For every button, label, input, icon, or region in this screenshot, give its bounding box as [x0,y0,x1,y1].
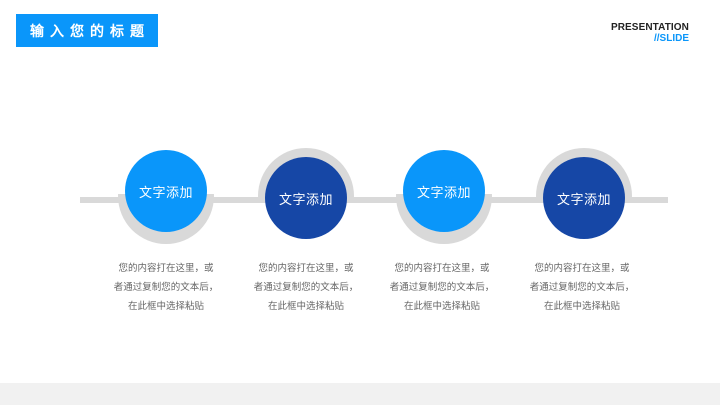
timeline-node-4: 文字添加 [536,148,632,244]
desc-line: 者通过复制您的文本后， [113,282,219,293]
desc-line: 在此框中选择粘贴 [267,301,344,312]
desc-line: 在此框中选择粘贴 [127,301,204,312]
timeline-node-3: 文字添加 [396,148,492,244]
node-description-3[interactable]: 您的内容打在这里，或 者通过复制您的文本后， 在此框中选择粘贴 [372,259,512,316]
timeline-line [80,197,668,203]
desc-line: 您的内容打在这里，或 [394,263,490,274]
brand-line-presentation: PRESENTATION [610,22,689,33]
node-label: 文字添加 [138,185,193,201]
brand-logo: PRESENTATION //SLIDE [611,22,689,44]
desc-line: 在此框中选择粘贴 [403,301,480,312]
desc-line: 者通过复制您的文本后， [389,282,495,293]
node-description-1[interactable]: 您的内容打在这里，或 者通过复制您的文本后， 在此框中选择粘贴 [96,259,236,316]
footer-bar [0,383,720,405]
brand-line-slide: //SLIDE [653,33,689,44]
desc-line: 者通过复制您的文本后， [529,282,635,293]
node-circle[interactable]: 文字添加 [125,150,207,232]
desc-line: 您的内容打在这里，或 [118,263,214,274]
desc-line: 您的内容打在这里，或 [258,263,354,274]
node-circle[interactable]: 文字添加 [265,157,347,239]
node-circle[interactable]: 文字添加 [543,157,625,239]
timeline-node-2: 文字添加 [258,148,354,244]
node-description-4[interactable]: 您的内容打在这里，或 者通过复制您的文本后， 在此框中选择粘贴 [512,259,652,316]
title-box[interactable]: 输入您的标题 [16,14,158,47]
desc-line: 在此框中选择粘贴 [543,301,620,312]
node-label: 文字添加 [416,185,471,201]
slide-title: 输入您的标题 [30,23,150,40]
node-label: 文字添加 [556,192,611,208]
desc-line: 者通过复制您的文本后， [253,282,359,293]
node-label: 文字添加 [278,192,333,208]
node-circle[interactable]: 文字添加 [403,150,485,232]
timeline-node-1: 文字添加 [118,148,214,244]
desc-line: 您的内容打在这里，或 [534,263,630,274]
node-description-2[interactable]: 您的内容打在这里，或 者通过复制您的文本后， 在此框中选择粘贴 [236,259,376,316]
